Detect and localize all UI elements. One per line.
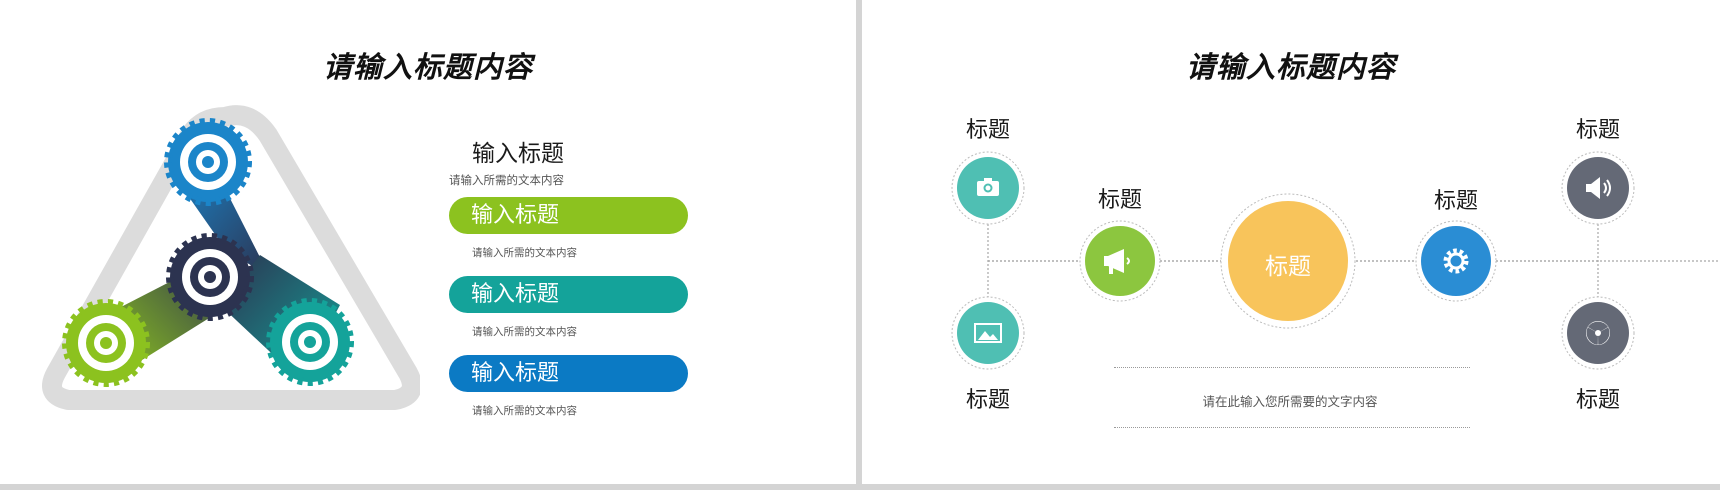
right-slide: 请输入标题内容 — [862, 0, 1720, 484]
radiation-node — [1561, 296, 1635, 370]
center-node — [1220, 193, 1356, 329]
pill-item-3: 输入标题 — [449, 355, 688, 392]
slide-title: 请输入标题内容 — [1185, 50, 1396, 84]
gear-navy — [166, 233, 254, 321]
settings-node-label: 标题 — [1433, 189, 1478, 214]
main-description: 请输入所需的文本内容 — [449, 173, 564, 187]
gear-icon — [1443, 248, 1469, 274]
camera-node-label: 标题 — [965, 118, 1010, 143]
megaphone-icon — [1104, 249, 1130, 274]
radiation-node-label: 标题 — [1575, 388, 1620, 413]
node-diagram — [951, 151, 1720, 370]
image-node — [951, 296, 1025, 370]
gear-blue — [164, 118, 252, 206]
center-node-label: 标题 — [1265, 254, 1311, 280]
pill-item-1-desc: 请输入所需的文本内容 — [472, 247, 577, 259]
gear-green — [62, 299, 150, 387]
megaphone-node — [1079, 220, 1161, 302]
gear-triangle-diagram — [42, 105, 420, 410]
megaphone-node-label: 标题 — [1097, 188, 1142, 213]
description-text: 请在此输入您所需要的文字内容 — [1202, 394, 1378, 409]
speaker-node-label: 标题 — [1575, 118, 1620, 143]
main-heading: 输入标题 — [472, 141, 564, 167]
pill-item-2: 输入标题 — [449, 276, 688, 313]
left-slide: 请输入标题内容 — [0, 0, 856, 484]
camera-icon — [977, 178, 999, 196]
gear-teal — [266, 298, 354, 386]
divider-top — [1114, 367, 1470, 368]
divider-bottom — [1114, 427, 1470, 428]
camera-node — [951, 151, 1025, 225]
slide-title: 请输入标题内容 — [322, 50, 533, 84]
radiation-icon — [1586, 321, 1610, 345]
pill-item-3-desc: 请输入所需的文本内容 — [472, 405, 577, 417]
settings-node — [1415, 220, 1497, 302]
image-node-label: 标题 — [965, 388, 1010, 413]
pill-item-2-desc: 请输入所需的文本内容 — [472, 326, 577, 338]
speaker-icon — [1586, 177, 1611, 199]
image-icon — [974, 323, 1002, 343]
pill-item-1: 输入标题 — [449, 197, 688, 234]
speaker-node — [1561, 151, 1635, 225]
